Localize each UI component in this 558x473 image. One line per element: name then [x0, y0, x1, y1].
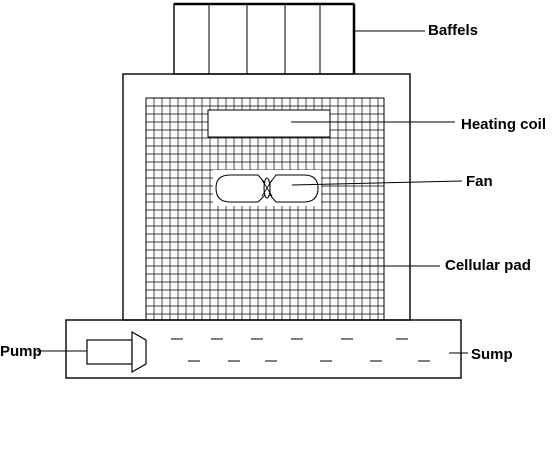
heating-coil: [207, 109, 331, 138]
baffles-unit: [173, 2, 356, 75]
water-surface: [171, 338, 430, 362]
pump: [86, 330, 147, 374]
sump-tank: [65, 319, 462, 379]
label-pump: Pump: [0, 343, 42, 360]
label-cellular-pad: Cellular pad: [445, 257, 531, 274]
label-heating-coil: Heating coil: [461, 116, 546, 133]
label-fan: Fan: [466, 173, 493, 190]
leader-lines: [37, 30, 468, 354]
label-sump: Sump: [471, 346, 513, 363]
fan: [213, 170, 321, 206]
label-baffels: Baffels: [428, 22, 478, 39]
